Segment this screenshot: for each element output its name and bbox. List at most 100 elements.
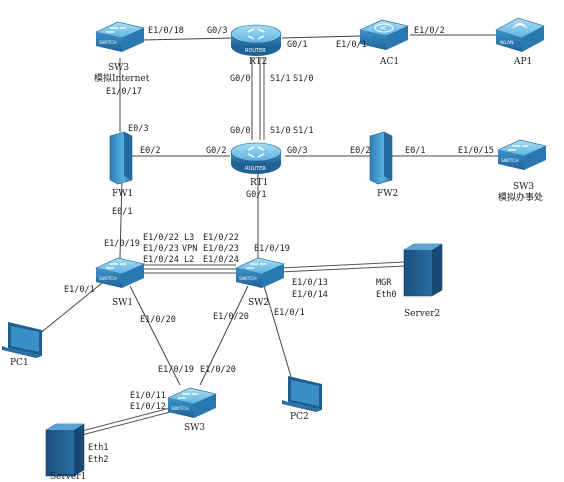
svg-text:SWITCH: SWITCH [99, 40, 117, 46]
port-label: G0/3 [287, 146, 307, 156]
port-label: G0/1 [246, 190, 266, 200]
port-label: E1/0/23 [203, 244, 239, 254]
device-label-rt2: RT2 [249, 57, 267, 67]
device-sublabel-sw3-top: 模拟Internet [94, 72, 150, 84]
device-label-rt1: RT1 [250, 178, 268, 188]
link-sw2-sw3b [199, 285, 249, 386]
device-label-server1: Server1 [50, 472, 86, 482]
svg-text:SWITCH: SWITCH [99, 276, 117, 282]
port-label: E0/3 [128, 124, 148, 134]
link-sw3b-srv1-a [77, 407, 171, 433]
device-label-sw2: SW2 [248, 298, 269, 308]
firewall-icon[interactable] [109, 131, 133, 185]
switch-icon[interactable]: SWITCH [95, 257, 145, 288]
firewall-icon[interactable] [369, 131, 393, 185]
port-label: E1/0/22 [143, 233, 179, 243]
port-label: MGR [376, 278, 392, 288]
svg-text:SWITCH: SWITCH [171, 406, 189, 412]
switch-icon[interactable]: SWITCH [497, 139, 547, 170]
port-label: E1/0/20 [200, 365, 236, 375]
port-label: E1/0/19 [254, 244, 290, 254]
svg-text:SWITCH: SWITCH [501, 158, 519, 164]
port-label: E1/0/24 [203, 255, 239, 265]
port-label: E1/0/2 [414, 26, 445, 36]
port-label: E1/0/1 [274, 308, 305, 318]
device-label-sw1: SW1 [112, 298, 133, 308]
port-label: G0/2 [206, 146, 226, 156]
link-sw3-rt2 [141, 37, 233, 41]
port-label: Eth2 [88, 455, 108, 465]
access-controller-icon[interactable]: AC [359, 19, 409, 50]
port-label: E1/0/14 [292, 290, 328, 300]
port-label: E1/0/11 [130, 391, 166, 401]
port-label: S1/1 [270, 74, 290, 84]
link-sw3b-srv1-b [77, 411, 171, 437]
svg-text:ROUTER: ROUTER [245, 166, 266, 172]
router-icon[interactable]: ROUTER [230, 142, 282, 174]
link-fw1-sw1 [119, 177, 123, 259]
port-label: L2 [184, 255, 194, 265]
link-rt2-ac1 [281, 35, 361, 39]
svg-text:SWITCH: SWITCH [239, 276, 257, 282]
wireless-ap-icon[interactable]: WLAN [495, 17, 545, 52]
svg-text:AC: AC [380, 26, 387, 32]
link-sw1-sw3b [129, 285, 181, 386]
port-label: E1/0/18 [148, 26, 184, 36]
switch-icon[interactable]: SWITCH [167, 387, 217, 418]
device-label-ap1: AP1 [513, 57, 532, 67]
router-icon[interactable]: ROUTER [230, 24, 282, 56]
links [37, 34, 500, 437]
pc-icon[interactable] [2, 322, 42, 358]
port-label: E1/0/24 [143, 255, 179, 265]
port-label: E1/0/13 [292, 278, 328, 288]
port-label: S1/1 [293, 126, 313, 136]
device-label-sw3-top: SW3 [108, 63, 129, 73]
link-sw2-srv2-a [279, 261, 406, 269]
port-label: E1/0/22 [203, 233, 239, 243]
device-label-server2: Server2 [404, 309, 440, 319]
switch-icon[interactable]: SWITCH [235, 257, 285, 288]
port-label: E1/0/1 [336, 40, 367, 50]
server-icon[interactable] [45, 423, 85, 477]
device-label-fw2: FW2 [377, 189, 398, 199]
svg-text:ROUTER: ROUTER [245, 48, 266, 54]
device-sublabel-sw3-right: 模拟办事处 [498, 191, 543, 203]
port-label: E1/0/19 [158, 365, 194, 375]
port-label: E1/0/20 [140, 315, 176, 325]
port-label: Eth0 [376, 290, 396, 300]
port-label: E0/1 [405, 146, 425, 156]
port-label: E1/0/19 [104, 239, 140, 249]
device-label-pc2: PC2 [290, 412, 309, 422]
device-label-pc1: PC1 [10, 358, 29, 368]
server-icon[interactable] [403, 243, 443, 297]
device-label-fw1: FW1 [112, 189, 133, 199]
port-label: E0/2 [140, 146, 160, 156]
port-label: E1/0/1 [64, 285, 95, 295]
port-label: L3 [184, 233, 194, 243]
link-sw2-pc2 [263, 285, 293, 381]
device-label-ac1: AC1 [379, 57, 399, 67]
pc-icon[interactable] [282, 376, 322, 412]
port-label: G0/1 [287, 40, 307, 50]
port-label: E0/1 [112, 207, 132, 217]
port-label: E1/0/17 [106, 87, 142, 97]
port-label: E1/0/12 [130, 402, 166, 412]
port-label: S1/0 [270, 126, 290, 136]
port-label: E1/0/15 [458, 146, 494, 156]
device-label-sw3-right: SW3 [513, 182, 534, 192]
port-labels: E1/0/18 G0/3 G0/1 E1/0/1 E1/0/2 E1/0/17 … [64, 26, 494, 465]
port-label: VPN [182, 244, 197, 254]
switch-icon[interactable]: SWITCH [95, 21, 145, 52]
device-label-sw3-bottom: SW3 [184, 423, 205, 433]
port-label: E1/0/23 [143, 244, 179, 254]
link-sw1-pc1 [37, 282, 103, 336]
port-label: G0/0 [230, 126, 250, 136]
port-label: E1/0/20 [213, 312, 249, 322]
svg-text:WLAN: WLAN [500, 40, 514, 46]
port-label: Eth1 [88, 443, 108, 453]
port-label: S1/0 [293, 74, 313, 84]
port-label: G0/0 [230, 74, 250, 84]
link-sw2-srv2-b [279, 265, 406, 273]
